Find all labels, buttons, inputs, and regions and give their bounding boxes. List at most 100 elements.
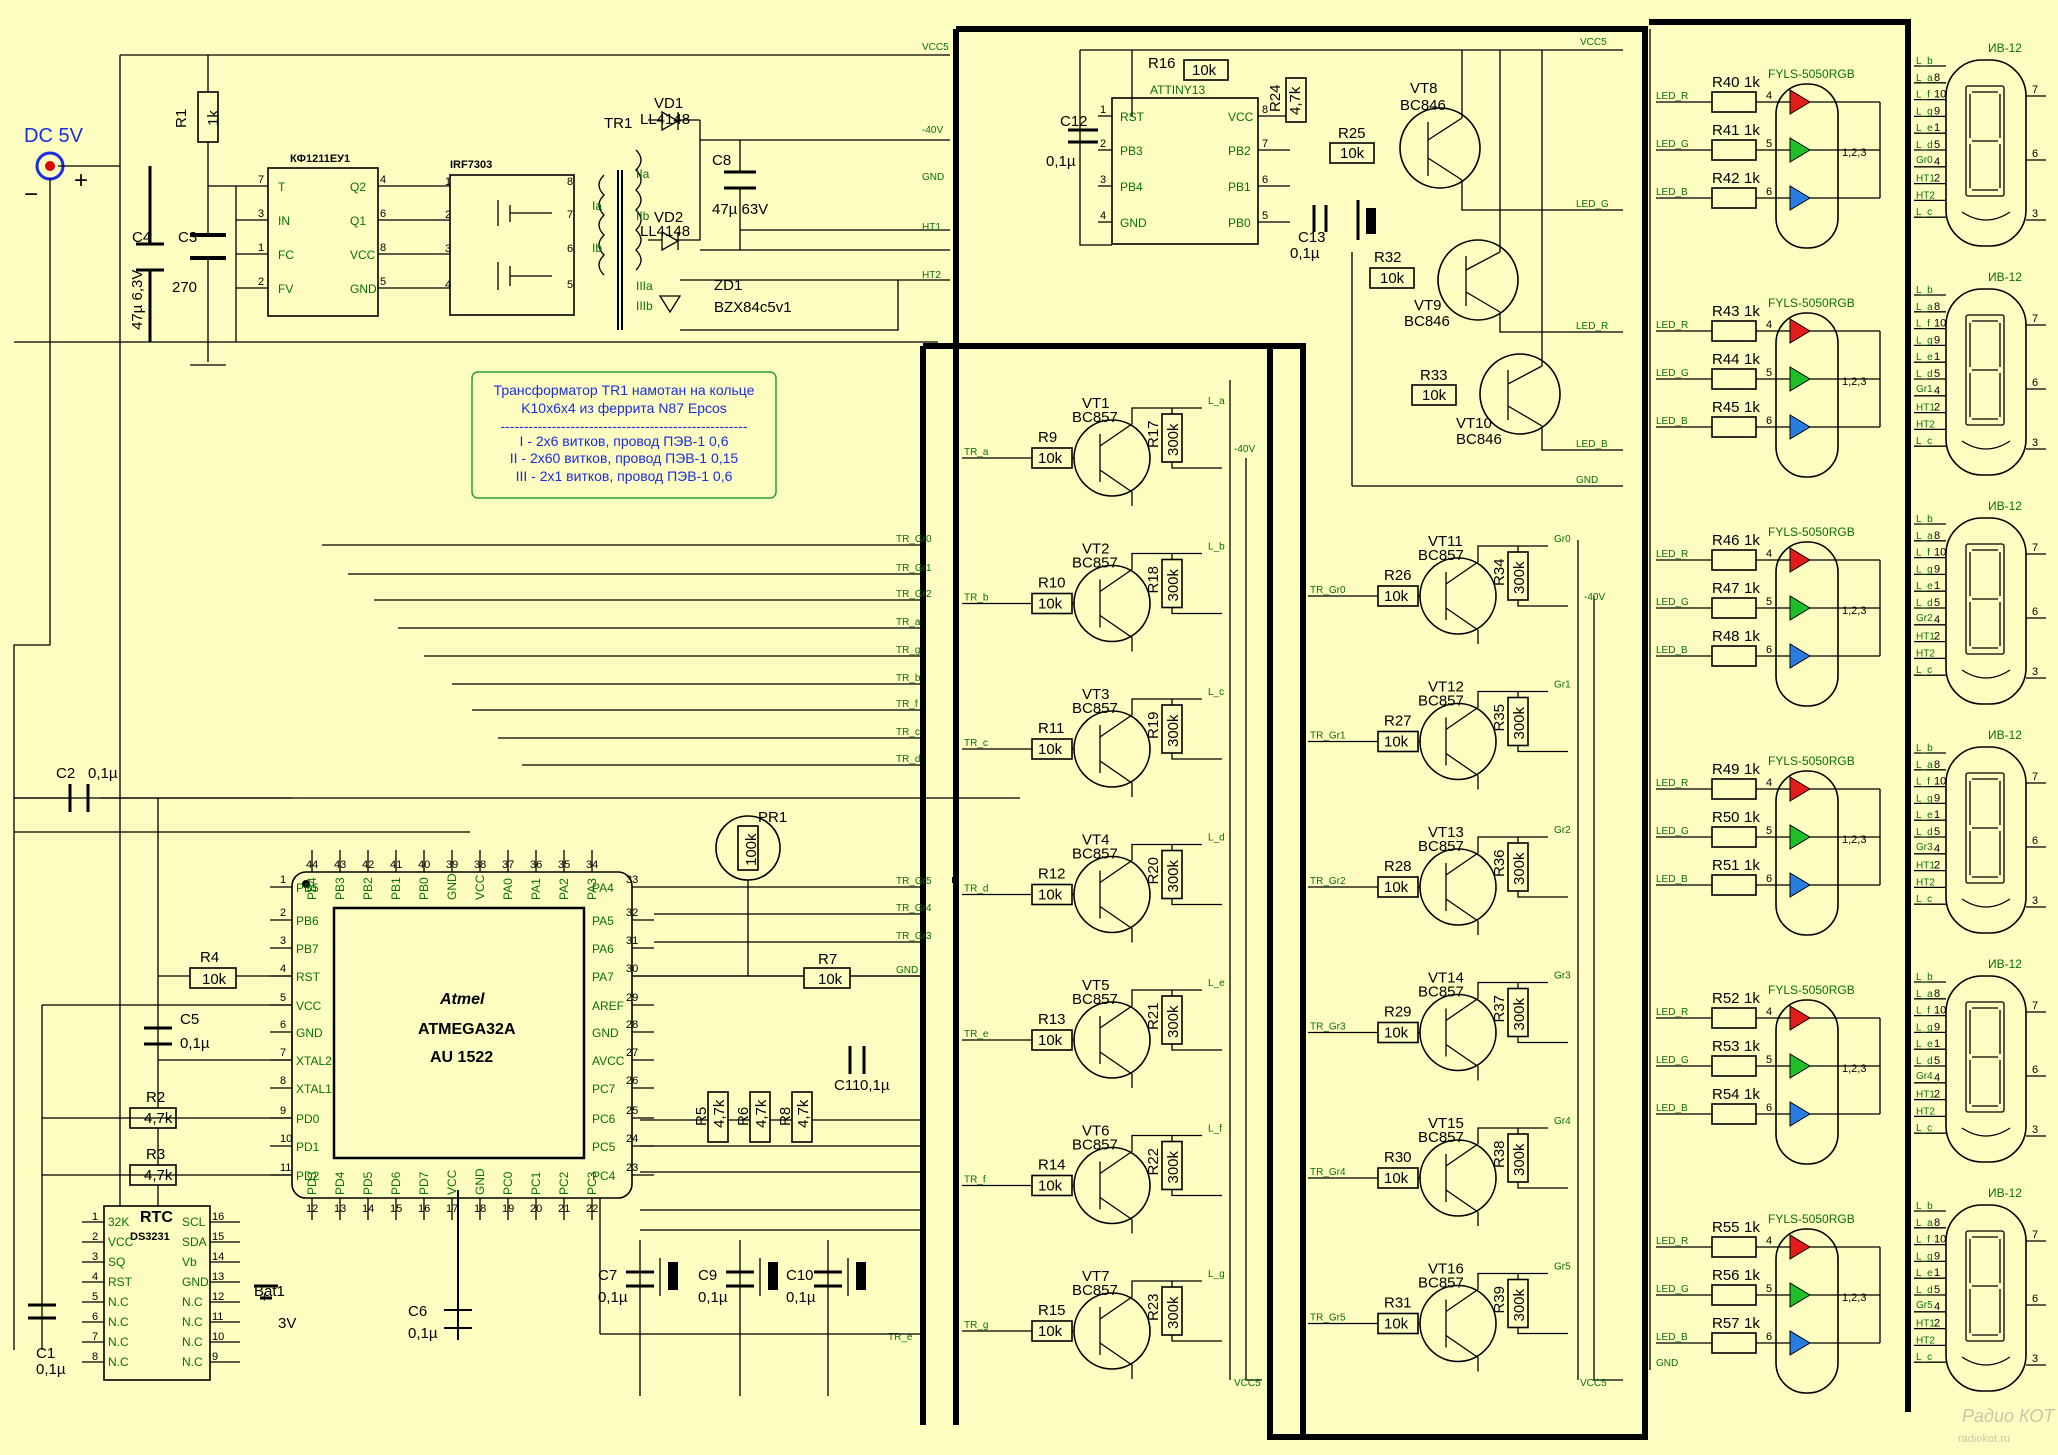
vfd-tube: [1945, 975, 2027, 1163]
note-line: II - 2x60 витков, провод ПЭВ-1 0,15: [510, 450, 739, 466]
rtc-pin-name: N.C: [182, 1315, 203, 1329]
led-resistor-ref: R45: [1712, 399, 1740, 416]
mcu-pin-name: PA0: [501, 878, 515, 900]
svg-text:R24: R24: [1267, 84, 1284, 112]
led-package: [1775, 312, 1839, 478]
rails-2: [14, 341, 1020, 833]
led-diode: [1789, 1101, 1811, 1127]
rtc-pin-num: 10: [212, 1331, 224, 1343]
mcu-pin-name: PB4: [305, 877, 319, 900]
led-resistor-val: 1k: [1744, 1315, 1760, 1332]
u3-pin-name: PB1: [1228, 180, 1251, 194]
svg-text:VD2: VD2: [654, 209, 683, 226]
bus-label: TR_Gr4: [896, 903, 932, 914]
wire: [1477, 836, 1568, 898]
rtc-pin-name: 32K: [108, 1215, 129, 1229]
rtc-pin-name: SQ: [108, 1255, 125, 1269]
svg-text:47µ 6,3V: 47µ 6,3V: [129, 270, 146, 330]
base-resistor: [1031, 592, 1073, 615]
svg-text:Ia: Ia: [592, 199, 602, 213]
svg-text:8: 8: [567, 176, 573, 188]
resistor-ref: R31: [1384, 1295, 1412, 1312]
bus-label: HT2: [922, 270, 941, 281]
svg-text:C8: C8: [712, 152, 731, 169]
wire: [1445, 852, 1479, 922]
wire: [1961, 1007, 2011, 1137]
mcu-pin-name: PD7: [417, 1171, 431, 1195]
svg-text:BC846: BC846: [1404, 313, 1450, 330]
tube-pin-name: L_d: [1916, 1285, 1933, 1296]
led-resistor-ref: R46: [1712, 532, 1740, 549]
svg-text:BC846: BC846: [1456, 431, 1502, 448]
wire: [1131, 698, 1222, 760]
tube-pin-name: HT2: [1916, 877, 1935, 888]
mcu-pin-name: PD0: [296, 1112, 320, 1126]
bus-label: TR_Gr5: [896, 876, 932, 887]
svg-text:10k: 10k: [1192, 62, 1217, 79]
led-pin: 6: [1766, 186, 1772, 198]
svg-text:6: 6: [567, 243, 573, 255]
tube-grid: Gr4: [1916, 1071, 1933, 1082]
tube-pin-num: 1: [1934, 351, 1940, 363]
wire: [1099, 1005, 1133, 1075]
tube-pin-name: L_e: [1916, 1268, 1933, 1279]
driver-input: TR_g: [964, 1320, 988, 1331]
wire: [1961, 320, 2011, 450]
tube-pin-num: 7: [2032, 1000, 2038, 1012]
led-net: LED_B: [1656, 416, 1688, 427]
resistor-val: 300k: [1165, 714, 1182, 747]
rtc-pin-num: 9: [212, 1351, 218, 1363]
svg-text:4,7k: 4,7k: [1287, 86, 1304, 115]
led-diode: [1789, 1282, 1811, 1308]
mcu-pin-name: PD2: [296, 1169, 320, 1183]
tube-pin-name: L_g: [1916, 1251, 1933, 1262]
mcu-pin-num: 35: [558, 859, 570, 871]
tube-pin-num: 7: [2032, 313, 2038, 325]
base-resistor: [1377, 1167, 1419, 1189]
led-resistor-ref: R43: [1712, 303, 1740, 320]
tube-pin-name: L_f: [1916, 319, 1930, 330]
digit: [1965, 314, 2005, 426]
mcu-pin-name: PC3: [585, 1171, 599, 1195]
rtc-pin-num: 1: [92, 1211, 98, 1223]
rtc-pin-name: N.C: [182, 1295, 203, 1309]
transistor-ref: VT1: [1082, 395, 1110, 412]
led-pin: 4: [1766, 548, 1772, 560]
led-package: [1775, 999, 1839, 1165]
svg-text:BZX84c5v1: BZX84c5v1: [714, 299, 792, 316]
led-diode: [1789, 595, 1811, 621]
u1-pin-name: T: [278, 180, 286, 194]
driver-output: Gr1: [1554, 680, 1571, 691]
tube-pin-num: 10: [1934, 547, 1946, 559]
resistor-ref: R37: [1491, 995, 1508, 1023]
mcu-pin-name: PC5: [592, 1140, 616, 1154]
resistor-val: 10k: [1038, 1178, 1063, 1195]
tube-pin-name: L_c: [1916, 665, 1932, 676]
cap-val: 0,1µ: [598, 1289, 628, 1306]
mcu-pin-num: 22: [586, 1203, 598, 1215]
mcu-name: ATMEGA32A: [418, 1021, 516, 1038]
mcu-pin-num: 14: [362, 1203, 374, 1215]
led-pin: 6: [1766, 415, 1772, 427]
wire: [1477, 981, 1568, 1044]
u1-pin-num: 4: [380, 174, 386, 186]
rtc-chip: DS3231: [130, 1231, 170, 1243]
transistor-type: BC857: [1418, 838, 1464, 855]
resistor-ref: R29: [1384, 1004, 1412, 1021]
pin-num: 2: [1100, 138, 1106, 150]
driver-output: L_f: [1208, 1124, 1222, 1135]
tube-pin-name: L_c: [1916, 207, 1932, 218]
tube-pin-name: L_f: [1916, 1006, 1930, 1017]
mcu-pin-num: 3: [280, 935, 286, 947]
led-pin: 5: [1766, 1283, 1772, 1295]
tube-pin-name: L_b: [1916, 972, 1933, 983]
transistor-ref: VT7: [1082, 1268, 1110, 1285]
tube-pin-num: 9: [1934, 334, 1940, 346]
rail-label: -40V: [1584, 592, 1605, 603]
pin-num: 5: [1262, 210, 1268, 222]
tube-name: ИВ-12: [1988, 41, 2022, 55]
transistor: [1073, 1146, 1151, 1225]
pin-num: 3: [1100, 174, 1106, 186]
svg-text:10k: 10k: [1340, 145, 1365, 162]
driver-input: TR_b: [964, 593, 989, 604]
